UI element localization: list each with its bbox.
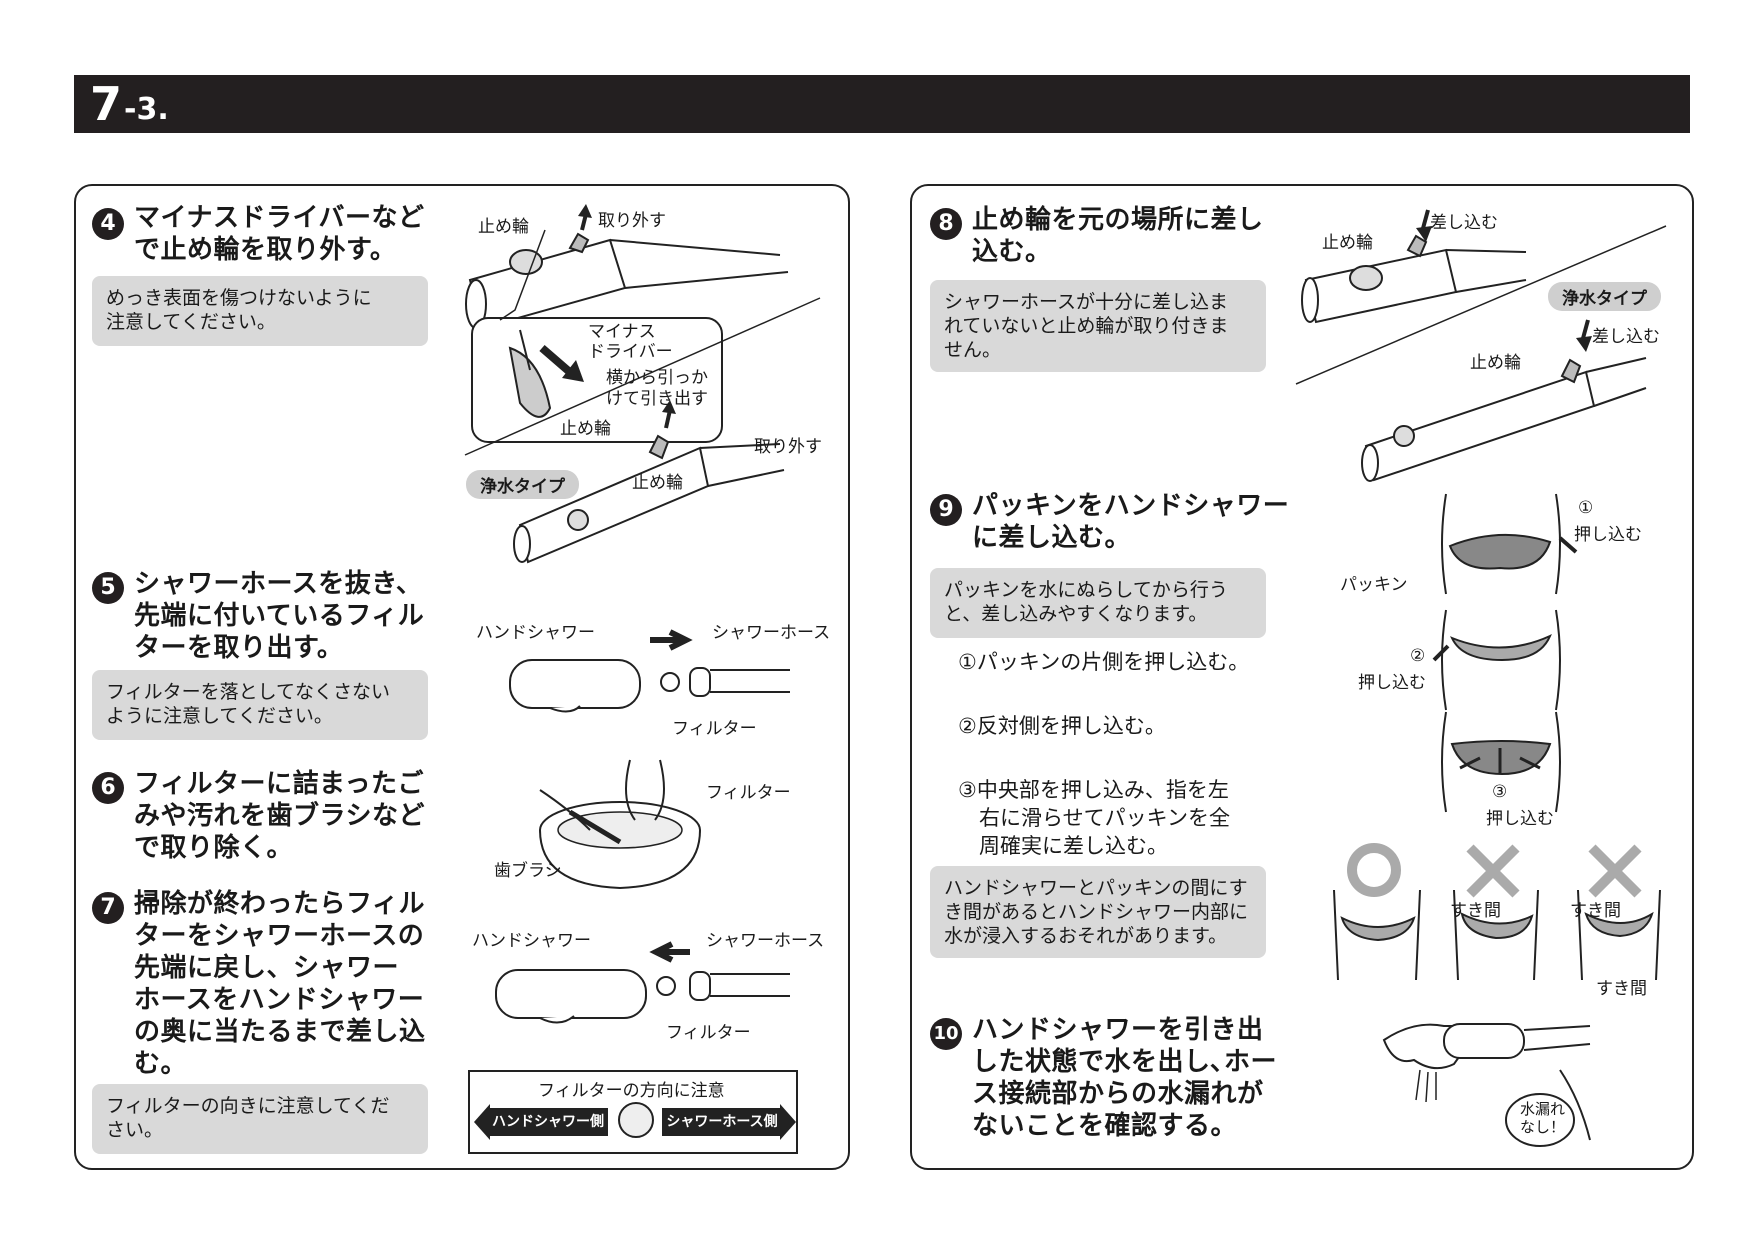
direction-hand-shower-label: ハンドシャワー側 — [492, 1114, 604, 1130]
step-10-title: ハンドシャワーを引き出 した状態で水を出し､ホー ス接続部からの水漏れが ないこ… — [972, 1015, 1278, 1141]
label-hand-shower-5: ハンドシャワー — [476, 623, 595, 643]
step-9-warning-note: ハンドシャワーとパッキンの間にす き間があるとハンドシャワー内部に 水が浸入する… — [930, 866, 1266, 958]
label-ring-zoom: 止め輪 — [560, 419, 611, 439]
step-9-substep-3: ③中央部を押し込み、指を左 右に滑らせてパッキンを全 周確実に差し込む。 — [958, 778, 1230, 858]
step-9-illustration — [1333, 493, 1661, 981]
step-5-number: 5 — [92, 572, 124, 604]
label-gap-2: すき間 — [1570, 901, 1621, 921]
filter-direction-box: フィルターの方向に注意 ハンドシャワー側 シャワーホース側 — [468, 1070, 798, 1154]
label-circled-2: ② — [1410, 646, 1426, 666]
step-4-note: めっき表面を傷つけないように 注意してください。 — [92, 276, 428, 346]
filter-direction-title: フィルターの方向に注意 — [538, 1081, 725, 1101]
step-6-illustration — [539, 759, 701, 890]
speech-bubble — [1505, 1093, 1575, 1147]
label-push-3: 押し込む — [1486, 809, 1554, 829]
section-number: 7 — [90, 77, 123, 131]
label-purifier-type-right: 浄水タイプ — [1548, 282, 1661, 311]
step-9-substep-1: ①パッキンの片側を押し込む。 — [958, 650, 1250, 674]
filter-icon — [618, 1102, 654, 1138]
label-hand-shower-7: ハンドシャワー — [472, 931, 591, 951]
section-header-bar: 7 -3. — [74, 75, 1690, 133]
step-4-number: 4 — [92, 208, 124, 240]
label-gap-3: すき間 — [1596, 979, 1647, 999]
step-5-illustration — [509, 629, 790, 713]
step-4-title: マイナスドライバーなど で止め輪を取り外す。 — [134, 203, 425, 265]
step-10-number: 10 — [930, 1018, 962, 1050]
step-9-number: 9 — [930, 494, 962, 526]
ng-mark-icon-2 — [1588, 844, 1642, 898]
step-9-title: パッキンをハンドシャワー に差し込む。 — [972, 491, 1290, 553]
label-push-1: 押し込む — [1574, 525, 1642, 545]
label-shower-hose-5: シャワーホース — [712, 623, 831, 643]
label-shower-hose-7: シャワーホース — [706, 931, 825, 951]
step-10-illustration — [1382, 1023, 1591, 1147]
step-8-illustration — [1295, 209, 1667, 482]
step-5-title: シャワーホースを抜き、 先端に付いているフィル ターを取り出す。 — [134, 569, 425, 663]
label-circled-1: ① — [1578, 498, 1594, 518]
label-ring-8b: 止め輪 — [1470, 353, 1521, 373]
label-toothbrush: 歯ブラシ — [494, 861, 562, 881]
no-leak-bubble-text: 水漏れ なし！ — [1520, 1100, 1566, 1136]
label-circled-3: ③ — [1492, 782, 1508, 802]
label-insert-2: 差し込む — [1592, 327, 1660, 347]
step-6-number: 6 — [92, 772, 124, 804]
label-ring-1: 止め輪 — [478, 217, 529, 237]
step-9-note: パッキンを水にぬらしてから行う と、差し込みやすくなります。 — [930, 568, 1266, 638]
direction-shower-hose-label: シャワーホース側 — [666, 1114, 778, 1130]
step-7-note: フィルターの向きに注意してくだ さい。 — [92, 1084, 428, 1154]
shower-body-lower — [513, 434, 785, 564]
step-6-title: フィルターに詰まったご みや汚れを歯ブラシなど で取り除く。 — [134, 769, 425, 863]
step-7-number: 7 — [92, 892, 124, 924]
label-filter-5: フィルター — [672, 719, 757, 739]
step-4-illustration — [464, 204, 821, 564]
label-push-2: 押し込む — [1358, 673, 1426, 693]
direction-right-arrow-icon — [780, 1104, 796, 1140]
step-8-number: 8 — [930, 208, 962, 240]
step-9-substep-2: ②反対側を押し込む。 — [958, 714, 1166, 738]
step-8-note: シャワーホースが十分に差し込ま れていないと止め輪が取り付きま せん。 — [930, 280, 1266, 372]
direction-shower-hose-side: シャワーホース側 — [662, 1104, 796, 1140]
label-insert-1: 差し込む — [1430, 213, 1498, 233]
label-gap-1: すき間 — [1450, 901, 1501, 921]
section-subnumber: -3. — [124, 92, 169, 127]
label-pull-out: 横から引っか けて引き出す — [606, 368, 708, 409]
direction-left-arrow-icon — [474, 1104, 490, 1140]
direction-hand-shower-side: ハンドシャワー側 — [474, 1104, 608, 1140]
label-ring-2: 止め輪 — [632, 473, 683, 493]
step-5-note: フィルターを落としてなくさない ように注意してください。 — [92, 670, 428, 740]
ng-mark-icon-1 — [1466, 844, 1520, 898]
ok-mark-icon — [1347, 843, 1401, 897]
label-remove-2: 取り外す — [754, 437, 822, 457]
step-7-illustration — [495, 941, 790, 1024]
step-8-title: 止め輪を元の場所に差し 込む。 — [972, 205, 1264, 267]
label-filter-7: フィルター — [666, 1023, 751, 1043]
label-purifier-type-left: 浄水タイプ — [466, 470, 579, 499]
label-filter-6: フィルター — [706, 783, 791, 803]
label-packing: パッキン — [1340, 575, 1408, 595]
label-driver: マイナス ドライバー — [588, 322, 673, 362]
step-7-title: 掃除が終わったらフィル ターをシャワーホースの 先端に戻し、シャワー ホースをハ… — [134, 889, 426, 1079]
label-ring-8a: 止め輪 — [1322, 233, 1373, 253]
shower-body-upper — [465, 232, 789, 330]
label-remove-1: 取り外す — [598, 211, 666, 231]
